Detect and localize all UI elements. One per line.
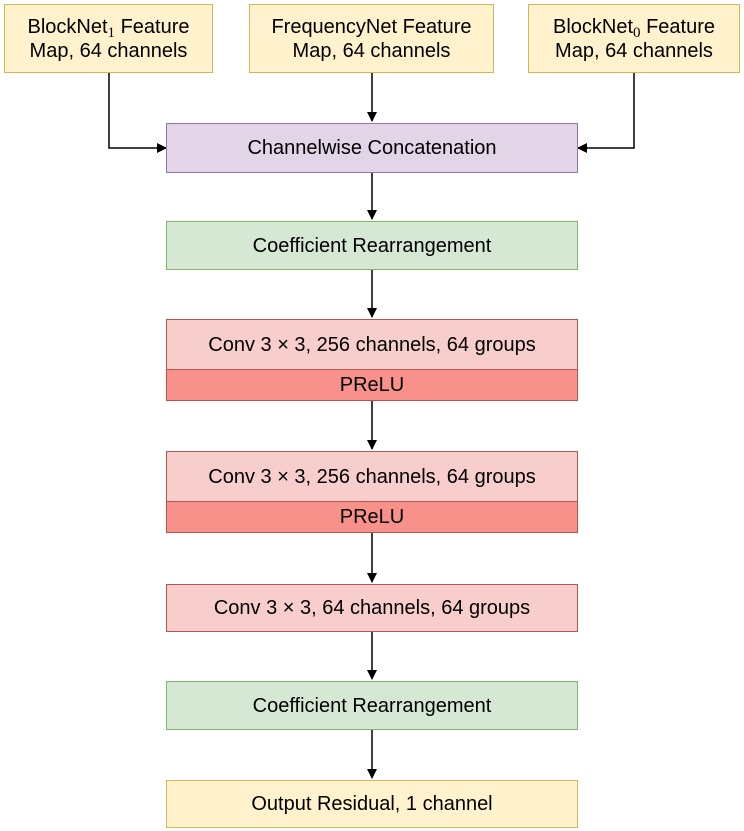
input-blocknet0-line1: BlockNet0 Feature — [552, 15, 715, 41]
input-frequencynet-line2: Map, 64 channels — [292, 39, 451, 62]
input-frequencynet-line1: FrequencyNet Feature — [271, 15, 472, 38]
input-blocknet1-line1: BlockNet1 Feature — [27, 15, 190, 41]
conv-node-3: Conv 3 × 3, 64 channels, 64 groups — [166, 584, 578, 632]
conv-node-2: Conv 3 × 3, 256 channels, 64 groups — [166, 451, 578, 502]
conv-node-1: Conv 3 × 3, 256 channels, 64 groups — [166, 319, 578, 370]
rearrange-node-2: Coefficient Rearrangement — [166, 681, 578, 730]
prelu-node-2: PReLU — [166, 501, 578, 533]
input-blocknet1-line2: Map, 64 channels — [29, 39, 188, 62]
input-blocknet1: BlockNet1 Feature Map, 64 channels — [4, 4, 213, 73]
input-blocknet0: BlockNet0 Feature Map, 64 channels — [528, 4, 740, 73]
prelu-node-1: PReLU — [166, 369, 578, 401]
input-blocknet0-line2: Map, 64 channels — [555, 39, 713, 62]
rearrange-node-1: Coefficient Rearrangement — [166, 221, 578, 270]
edge-right-to-concat — [577, 73, 635, 153]
input-frequencynet: FrequencyNet Feature Map, 64 channels — [249, 4, 494, 73]
concat-node: Channelwise Concatenation — [166, 123, 578, 173]
edge-left-to-concat — [108, 73, 167, 153]
output-node: Output Residual, 1 channel — [166, 780, 578, 828]
